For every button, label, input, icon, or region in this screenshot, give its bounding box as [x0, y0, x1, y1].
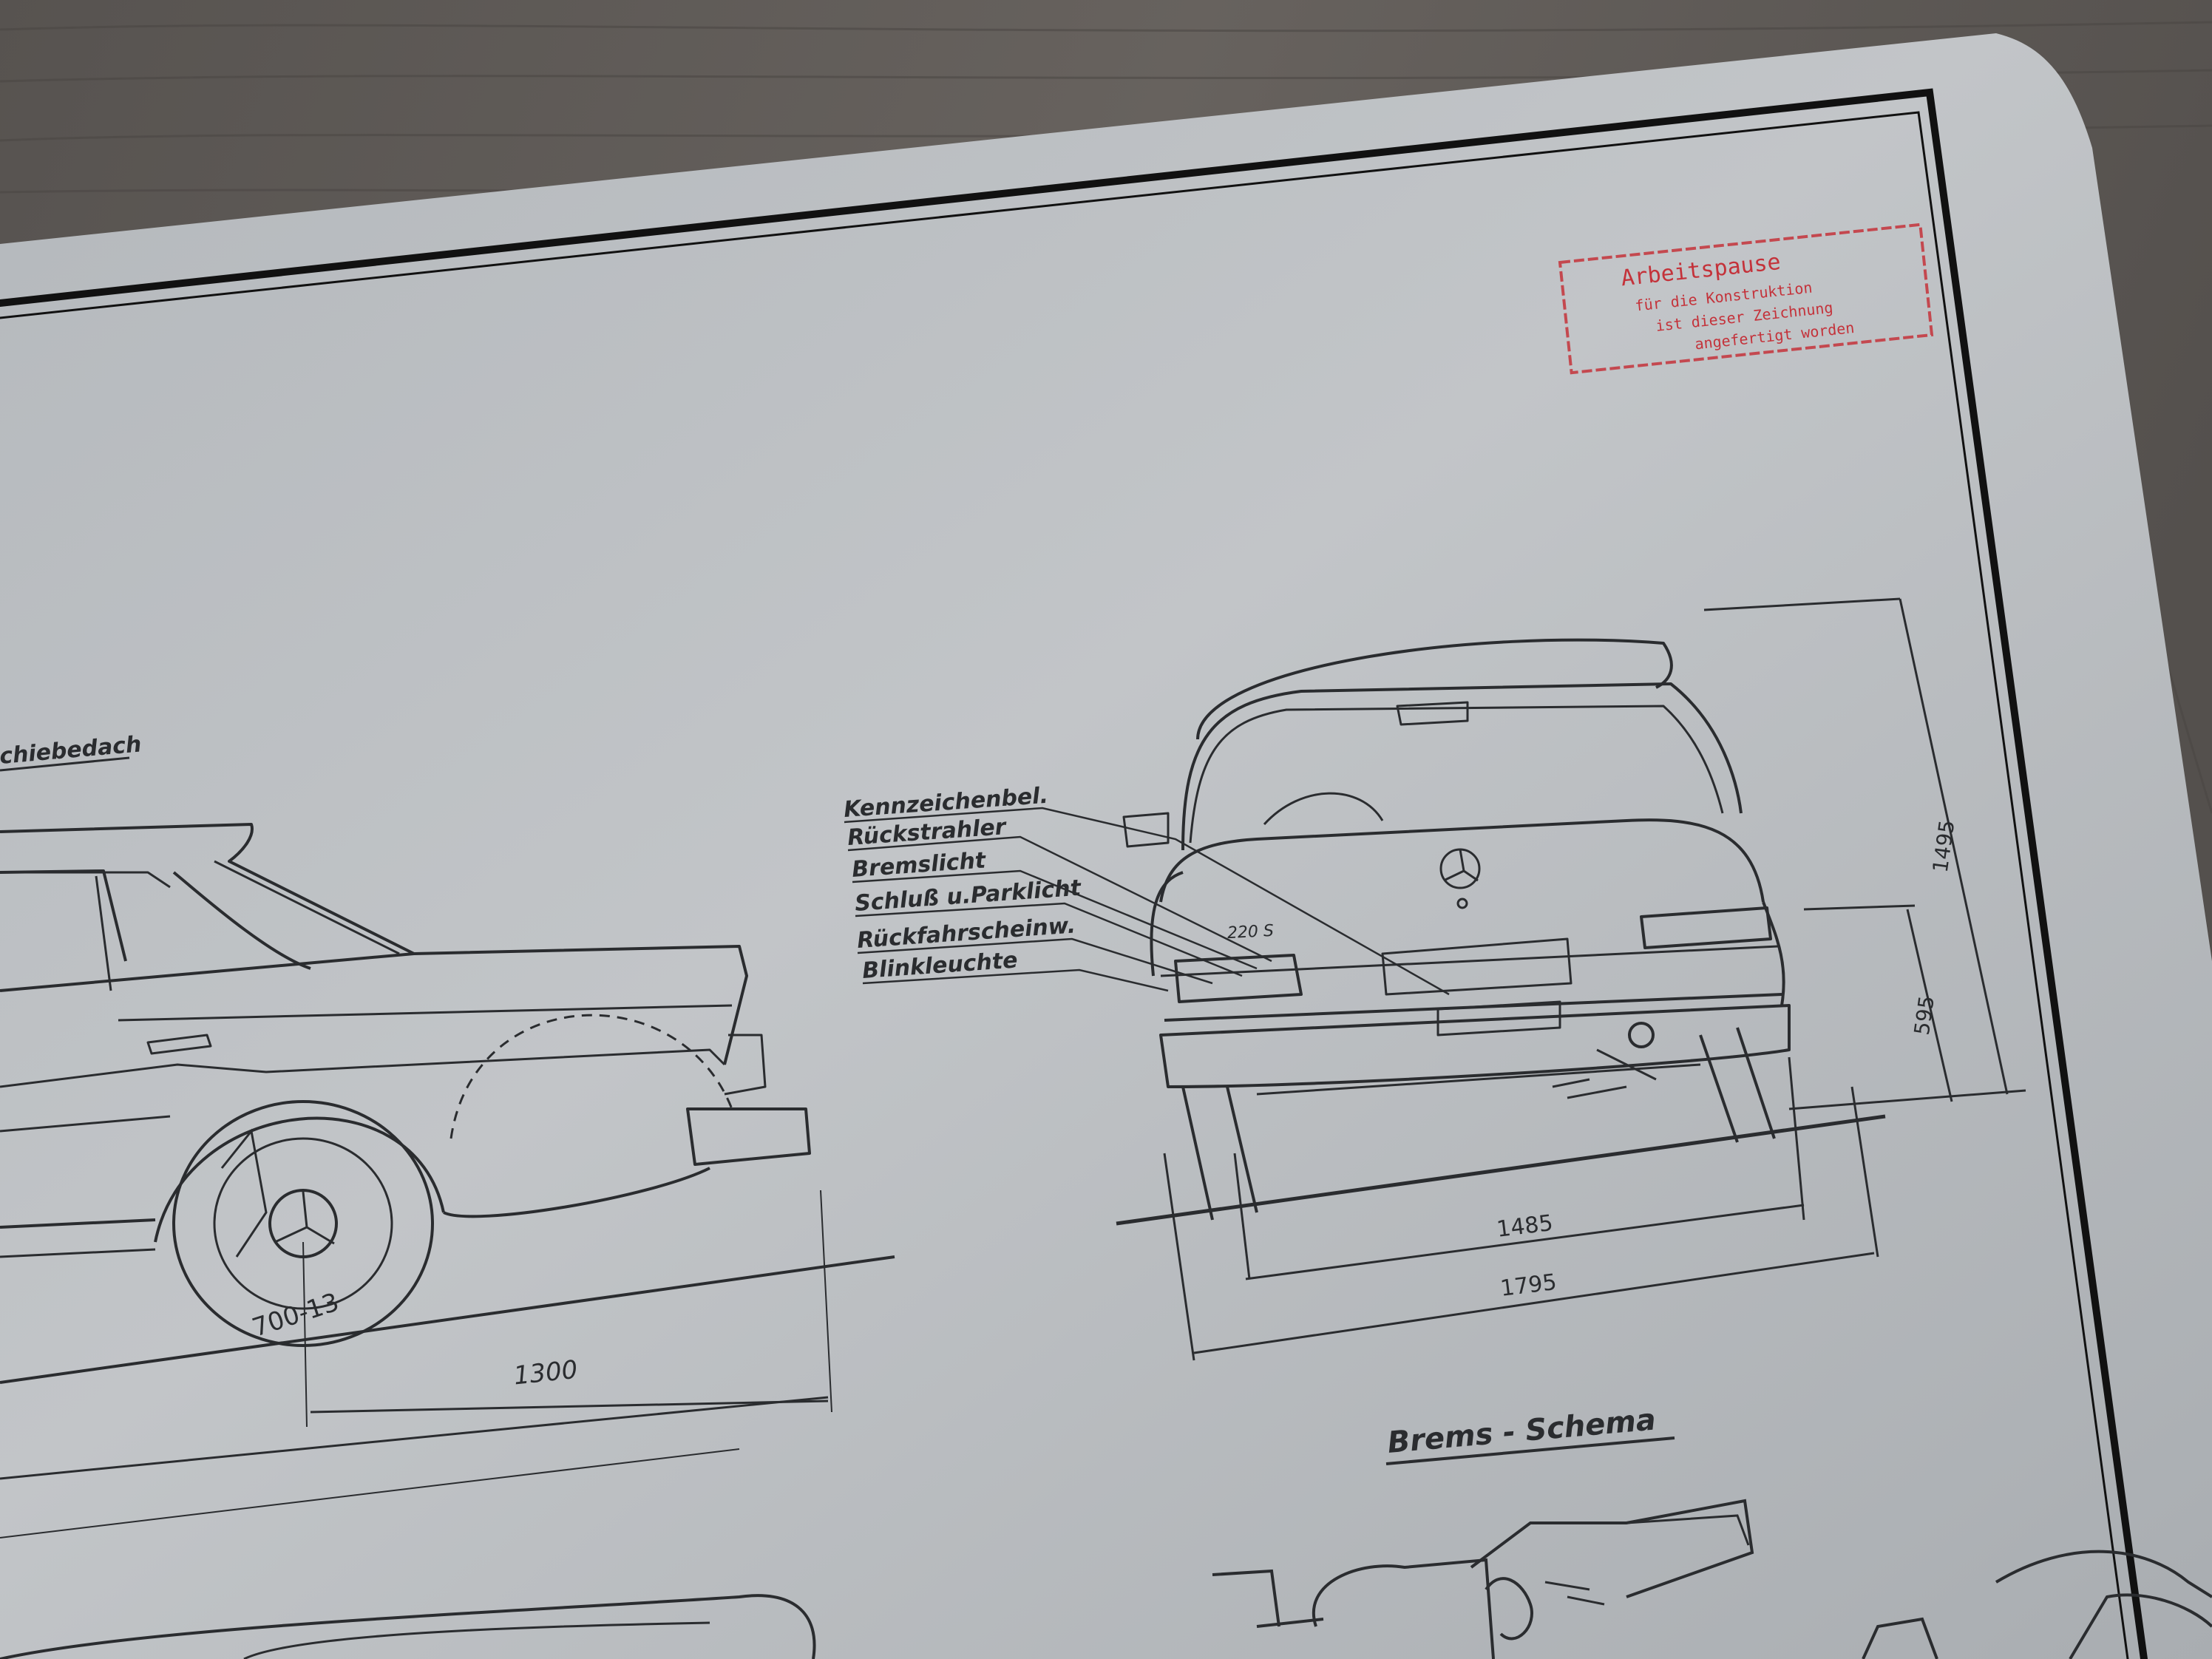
rear-dim-595: 595 [1910, 994, 1939, 1037]
rear-badge: 220 S [1227, 922, 1274, 943]
brake-schematic [1212, 1499, 2212, 1659]
side-caption-underline [0, 756, 130, 772]
side-view-wheel [172, 1100, 434, 1347]
paper-sheet [0, 33, 2212, 1659]
rear-dimension-lines [1116, 597, 2026, 1361]
brake-title-underline [1385, 1436, 1675, 1465]
side-dimension-lines [0, 1190, 895, 1538]
drawing-frame [0, 88, 2148, 1659]
side-dimension-1300: 1300 [512, 1355, 579, 1391]
bottom-left-partial-car [0, 1594, 816, 1659]
rear-view-car [1122, 638, 1791, 1221]
star-emblem [1439, 848, 1481, 909]
rear-label-leader-lines [844, 807, 1450, 996]
side-view-car [0, 823, 811, 1258]
